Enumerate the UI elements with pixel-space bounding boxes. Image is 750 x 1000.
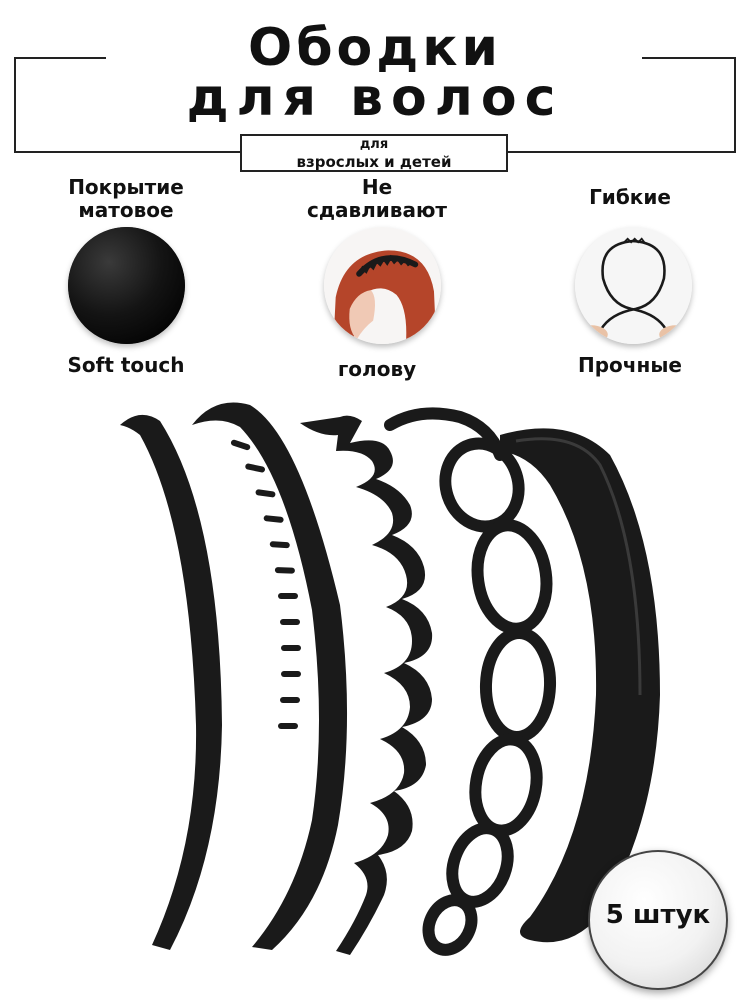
title-line-2: для волос bbox=[186, 68, 564, 128]
frame-line-right-top bbox=[642, 57, 736, 59]
subtitle-line-1: для bbox=[359, 137, 389, 152]
hair-with-headband-icon bbox=[324, 227, 441, 344]
bent-headband-icon bbox=[575, 227, 692, 344]
feature-flexible-top-label: Гибкие bbox=[589, 185, 671, 209]
feature-flexible-bottom-label: Прочные bbox=[578, 353, 682, 377]
quantity-badge-label: 5 штук bbox=[605, 900, 711, 930]
chain-headband-icon bbox=[384, 407, 557, 956]
wide-headband-icon bbox=[500, 428, 660, 943]
feature-comfort-bottom-label: голову bbox=[337, 357, 417, 381]
subtitle-box: для взрослых и детей bbox=[240, 134, 508, 172]
feature-comfort-top-label: Не сдавливают bbox=[292, 176, 462, 222]
headbands-product-image bbox=[100, 395, 660, 965]
frame-line-right-vertical bbox=[734, 57, 736, 153]
matte-black-circle-icon bbox=[68, 227, 185, 344]
comb-teeth bbox=[230, 439, 301, 729]
feature-matte-bottom-label: Soft touch bbox=[67, 353, 185, 377]
wavy-headband-icon bbox=[300, 415, 433, 956]
frame-line-left-vertical bbox=[14, 57, 16, 153]
title-line-1: Ободки bbox=[248, 18, 502, 78]
feature-comfort-top-text: Не сдавливают bbox=[306, 175, 447, 222]
comb-headband-icon bbox=[192, 402, 348, 950]
thin-headband-icon bbox=[120, 414, 222, 950]
frame-line-left-top bbox=[14, 57, 106, 59]
quantity-badge: 5 штук bbox=[588, 850, 728, 990]
subtitle-line-2: взрослых и детей bbox=[296, 153, 452, 171]
feature-matte-top-label: Покрытие матовое bbox=[36, 176, 216, 222]
frame-line-right-bottom bbox=[506, 151, 736, 153]
frame-line-left-bottom bbox=[14, 151, 242, 153]
feature-matte-top-text: Покрытие матовое bbox=[68, 175, 184, 222]
